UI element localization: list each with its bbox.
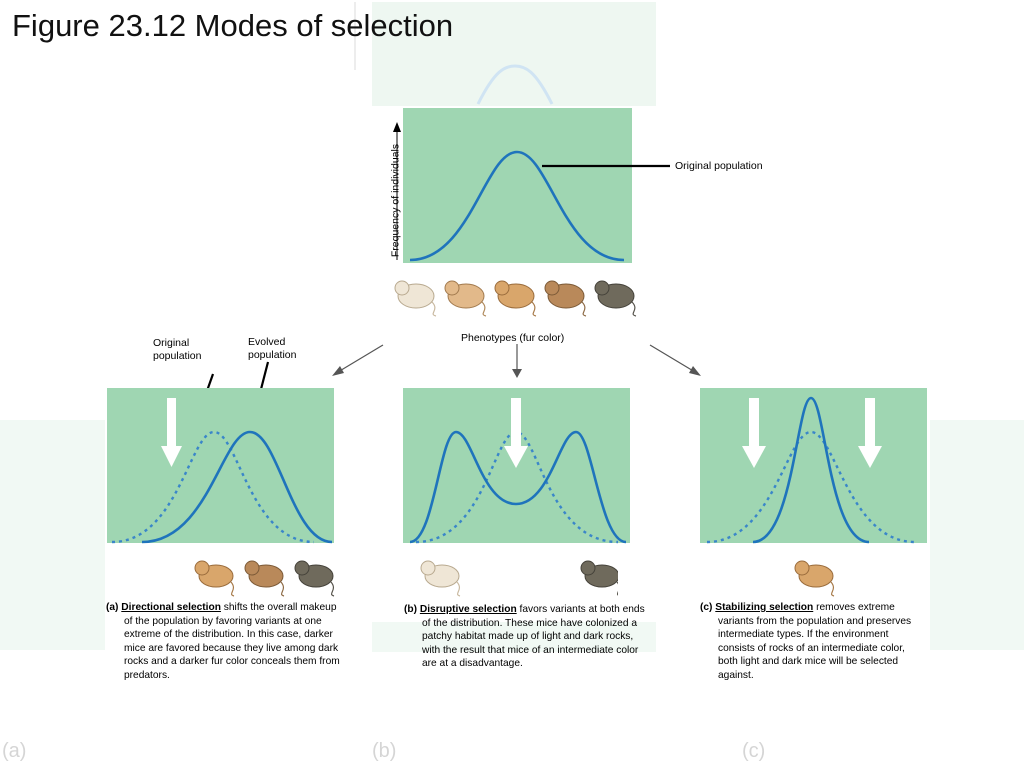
mouse-icon [244,560,285,597]
mouse-icon [794,560,835,597]
connector-arrows [332,344,701,378]
slide-title: Figure 23.12 Modes of selection [12,8,454,43]
stabilizing-description: (c) Stabilizing selection removes extrem… [700,601,912,683]
directional-original-curve [111,430,315,544]
disruptive-original-curve [415,430,619,544]
mouse-icon [494,280,537,317]
selection-arrow-icon [742,398,766,468]
directional-evolved-curve [141,430,333,544]
top-panel-background [403,108,632,263]
directional-letter: (a) [106,602,119,613]
ghost-label-c: (c) [742,740,766,762]
selection-arrow-icon [858,398,882,468]
stabilizing-panel-background [700,388,927,543]
disruptive-mice-row [420,560,618,597]
ghost-label-b: (b) [372,740,397,762]
mouse-icon [580,560,618,596]
directional-description: (a) Directional selection shifts the ove… [106,601,346,683]
directional-evolved-label: Evolved population [248,336,297,361]
selection-arrow-icon [161,398,182,467]
disruptive-description: (b) Disruptive selection favors variants… [404,603,650,671]
ghost-label-a: (a) [2,740,27,762]
mouse-icon [420,560,461,597]
disruptive-panel [403,388,630,544]
stabilizing-evolved-curve [752,396,870,544]
directional-panel [107,361,334,544]
selection-arrow-icon [504,398,528,468]
directional-text: shifts the overall makeup of the populat… [124,602,340,681]
mouse-icon [294,560,335,597]
stabilizing-name: Stabilizing selection [715,602,814,613]
directional-original-label: Original population [153,337,202,362]
top-panel [393,108,670,263]
disruptive-text: favors variants at both ends of the dist… [422,604,645,670]
disruptive-name: Disruptive selection [419,604,517,615]
mouse-icon [594,280,637,317]
disruptive-letter: (b) [404,604,418,615]
mouse-icon [444,280,487,317]
stabilizing-mice-row [794,560,835,597]
top-mice-row [394,280,637,317]
x-axis-label: Phenotypes (fur color) [461,332,565,344]
directional-mice-row [194,560,335,597]
disruptive-evolved-curve [409,430,627,544]
directional-name: Directional selection [121,602,221,613]
mouse-icon [394,280,437,317]
stabilizing-letter: (c) [700,602,713,613]
mouse-icon [194,560,235,597]
stabilizing-original-curve [706,430,916,544]
y-axis-label: Frequency of individuals [389,143,402,258]
mouse-icon [544,280,587,317]
stabilizing-panel [700,388,927,544]
original-population-label: Original population [675,160,763,172]
stabilizing-text: removes extreme variants from the popula… [718,602,912,681]
original-population-curve [409,150,625,262]
